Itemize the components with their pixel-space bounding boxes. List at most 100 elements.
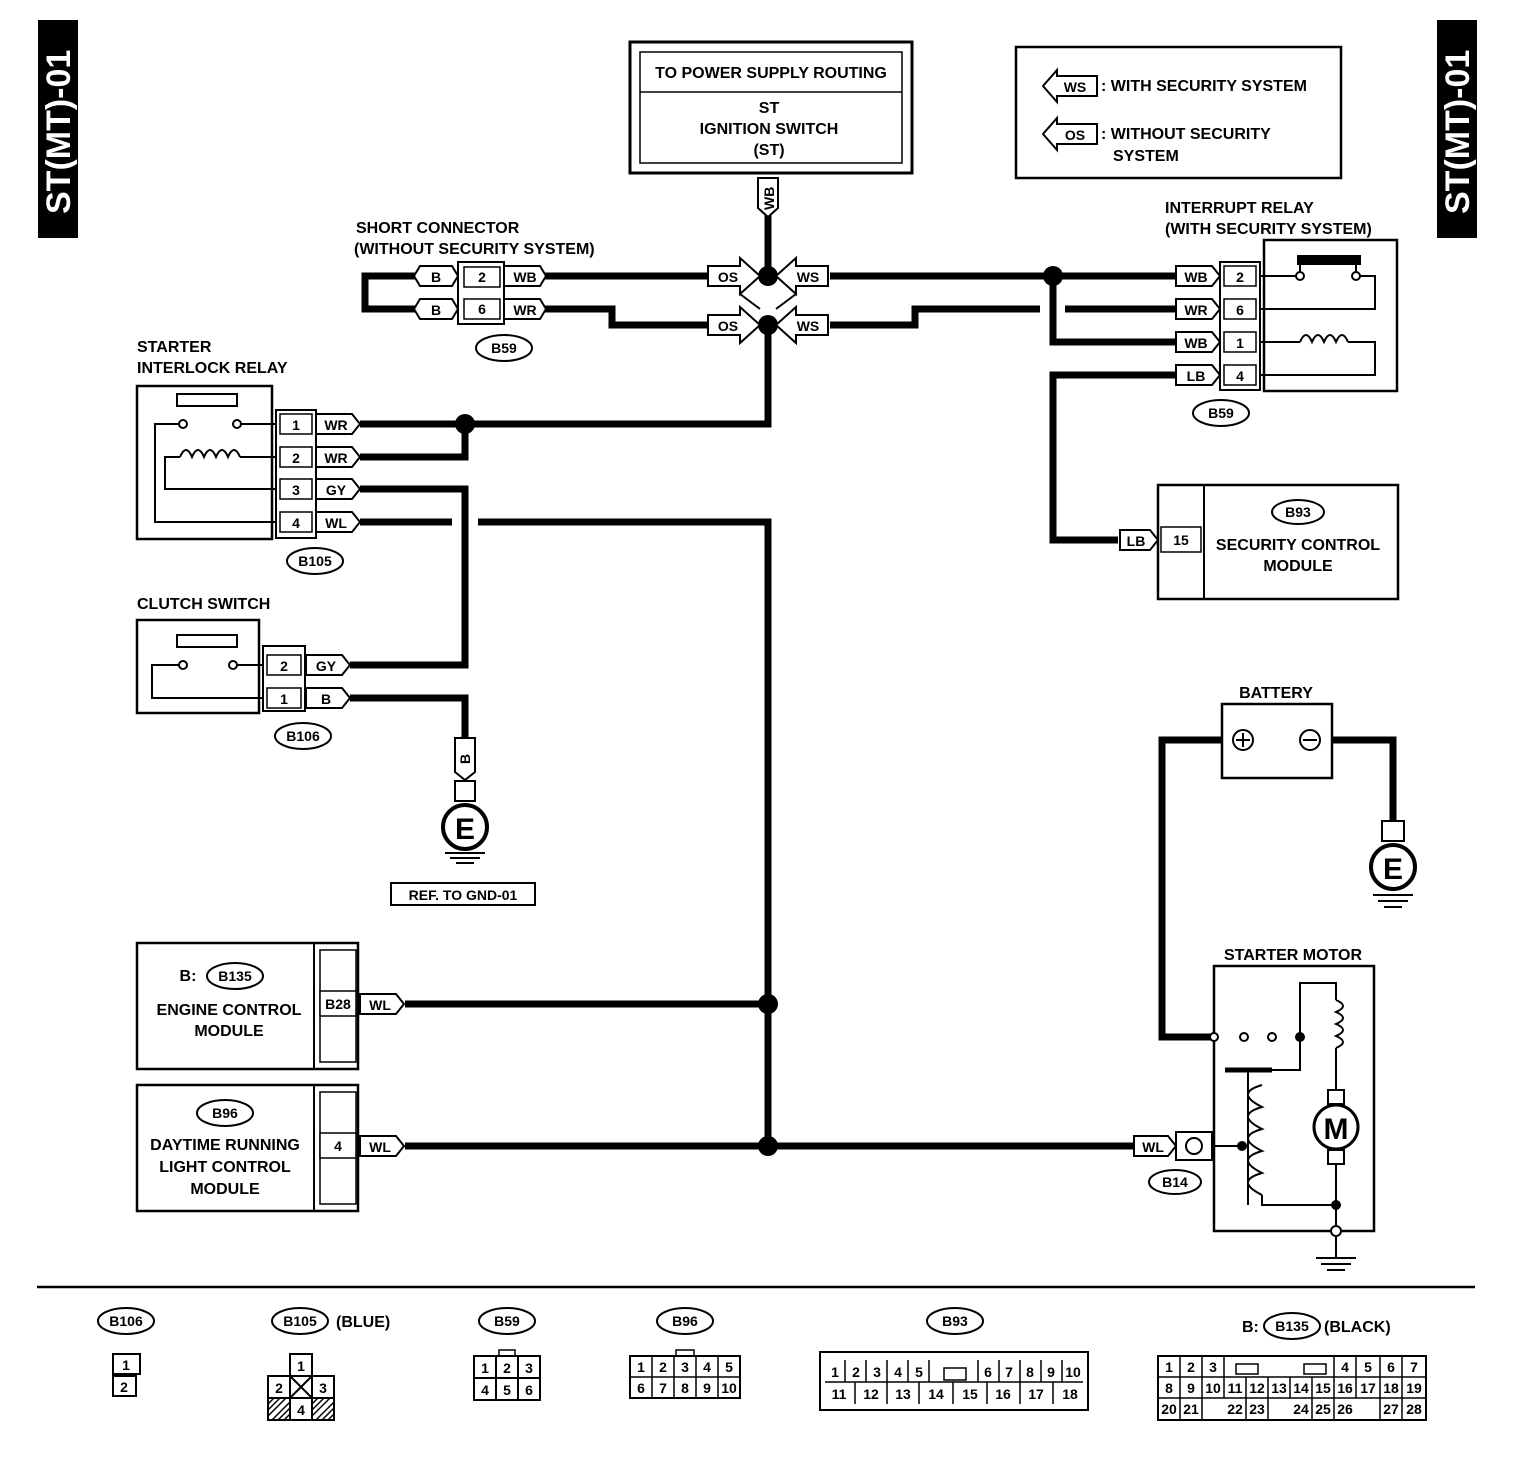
svg-text:17: 17 [1360,1380,1376,1396]
footer-b106: B106 1 2 [97,1307,155,1397]
svg-text:15: 15 [1173,532,1189,548]
svg-text:3: 3 [873,1364,881,1380]
svg-text:14: 14 [928,1386,944,1402]
svg-text:4: 4 [894,1364,902,1380]
svg-text:15: 15 [962,1386,978,1402]
svg-text:(WITHOUT SECURITY SYSTEM): (WITHOUT SECURITY SYSTEM) [354,241,595,258]
svg-text:B14: B14 [1162,1174,1188,1190]
power-box-line1: ST [759,100,780,117]
svg-text:B28: B28 [325,996,351,1012]
svg-text:2: 2 [120,1379,128,1395]
svg-text:6: 6 [984,1364,992,1380]
svg-text:9: 9 [703,1380,711,1396]
legend-os-text1: : WITHOUT SECURITY [1101,126,1271,143]
footer-b59: B59 1 2 3 4 5 6 [473,1307,541,1401]
svg-text:B59: B59 [494,1313,520,1329]
ws-legend-arrow [1041,67,1098,105]
svg-text:B59: B59 [1208,405,1234,421]
svg-text:2: 2 [503,1360,511,1376]
legend-ws-tag: WS [1064,79,1087,95]
security-control-module: 15 LB B93 SECURITY CONTROL MODULE [1119,483,1400,601]
svg-text:B93: B93 [1285,504,1311,520]
svg-text:6: 6 [1236,302,1244,318]
svg-text:ENGINE CONTROL: ENGINE CONTROL [157,1002,302,1019]
svg-text:3: 3 [292,482,300,498]
svg-text:WB: WB [513,269,536,285]
svg-text:28: 28 [1406,1401,1422,1417]
svg-text:B105: B105 [298,553,332,569]
svg-text:B: B [457,754,473,764]
svg-text:9: 9 [1187,1380,1195,1396]
svg-text:WR: WR [1184,302,1207,318]
svg-text:LIGHT CONTROL: LIGHT CONTROL [159,1159,291,1176]
svg-text:17: 17 [1028,1386,1044,1402]
junction-dots [455,266,1063,1156]
svg-text:5: 5 [725,1359,733,1375]
svg-text:4: 4 [292,515,300,531]
svg-text:WB: WB [761,187,777,210]
svg-text:REF. TO GND-01: REF. TO GND-01 [409,887,518,903]
side-label-left: ST(MT)-01 [40,50,78,214]
clutch-switch: CLUTCH SWITCH 2 1 GY B B106 [135,596,352,750]
power-box-title: TO POWER SUPPLY ROUTING [655,65,887,82]
svg-text:18: 18 [1383,1380,1399,1396]
svg-text:WL: WL [325,515,347,531]
svg-text:B:: B: [180,968,197,985]
svg-text:22: 22 [1227,1401,1243,1417]
svg-text:11: 11 [1228,1380,1243,1396]
svg-text:1: 1 [481,1360,489,1376]
svg-text:21: 21 [1183,1401,1199,1417]
svg-text:MODULE: MODULE [1263,558,1333,575]
svg-text:1: 1 [292,417,300,433]
svg-text:WL: WL [1142,1139,1164,1155]
svg-text:2: 2 [659,1359,667,1375]
svg-text:8: 8 [681,1380,689,1396]
svg-text:19: 19 [1406,1380,1422,1396]
svg-text:E: E [1383,853,1403,886]
svg-text:LB: LB [1187,368,1206,384]
svg-text:WL: WL [369,1139,391,1155]
svg-text:OS: OS [718,269,738,285]
svg-text:4: 4 [1236,368,1244,384]
svg-text:6: 6 [478,301,486,317]
svg-text:3: 3 [1209,1359,1217,1375]
svg-text:WL: WL [369,997,391,1013]
svg-text:7: 7 [1005,1364,1013,1380]
svg-text:M: M [1324,1113,1349,1146]
svg-text:2: 2 [852,1364,860,1380]
svg-text:B106: B106 [286,728,320,744]
svg-text:(BLUE): (BLUE) [336,1314,390,1331]
svg-text:WR: WR [324,417,347,433]
svg-text:13: 13 [1271,1380,1287,1396]
svg-text:DAYTIME RUNNING: DAYTIME RUNNING [150,1137,300,1154]
svg-text:6: 6 [525,1382,533,1398]
svg-text:4: 4 [481,1382,489,1398]
svg-text:6: 6 [637,1380,645,1396]
svg-text:B: B [321,691,331,707]
svg-text:BATTERY: BATTERY [1239,685,1313,702]
svg-text:3: 3 [681,1359,689,1375]
svg-text:4: 4 [334,1138,342,1154]
power-box-line3: (ST) [753,142,784,159]
svg-text:B135: B135 [218,968,252,984]
battery: BATTERY E [1220,685,1417,908]
starter-interlock-relay: STARTER INTERLOCK RELAY 1 2 3 4 WR WR GY… [135,339,362,575]
svg-text:7: 7 [659,1380,667,1396]
legend-os-text2: SYSTEM [1113,148,1179,165]
ground-e-clutch: B E REF. TO GND-01 [390,737,536,906]
svg-text:12: 12 [1249,1380,1265,1396]
os-ws-switch: OS WS OS WS [707,255,829,346]
svg-text:1: 1 [122,1357,130,1373]
svg-text:B135: B135 [1275,1318,1309,1334]
starter-motor: STARTER MOTOR M [1133,947,1376,1271]
svg-text:INTERRUPT RELAY: INTERRUPT RELAY [1165,200,1314,217]
svg-text:23: 23 [1249,1401,1265,1417]
svg-text:MODULE: MODULE [190,1181,260,1198]
engine-control-module: B28 WL B: B135 ENGINE CONTROL MODULE [135,941,406,1071]
svg-text:WS: WS [797,269,820,285]
svg-text:2: 2 [292,450,300,466]
svg-text:3: 3 [525,1360,533,1376]
